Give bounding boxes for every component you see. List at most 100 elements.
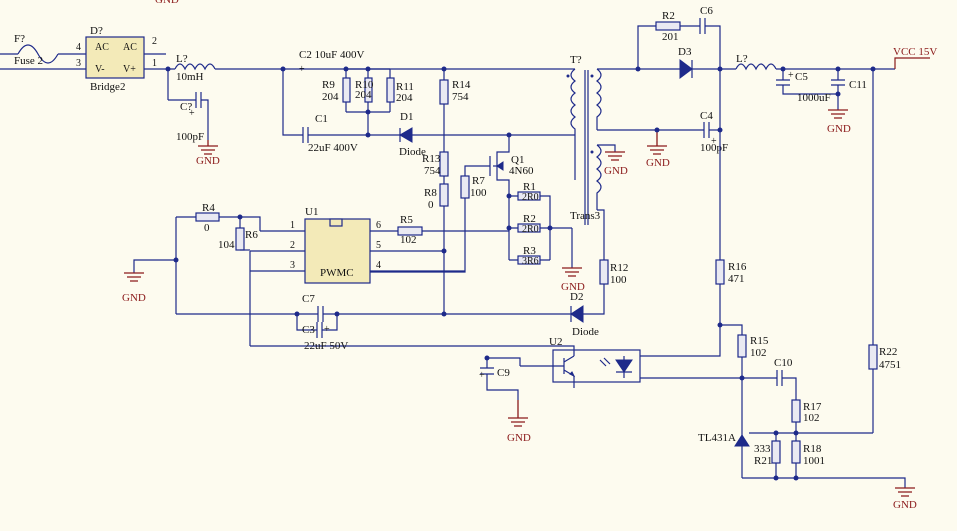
c3-plus: + [324,324,330,335]
gnd-label-top: GND [155,0,179,6]
vcc-label: VCC 15V [893,46,937,58]
c11-ref: C11 [849,79,867,91]
gnd-label-sec: GND [646,157,670,169]
r16-ref: R16 [728,261,747,273]
u1-pin4: 4 [376,260,381,271]
gnd-label-opto: GND [507,432,531,444]
u2-ref: U2 [549,336,562,348]
r14-ref: R14 [452,79,471,91]
gnd-trans-aux: GND [604,151,628,177]
r9-ref: R9 [322,79,335,91]
l2-ref: L? [736,53,748,65]
transformer-value: Trans3 [570,210,601,222]
gnd-label-cin: GND [196,155,220,167]
c9-ref: C9 [497,367,510,379]
u1-pin2: 2 [290,240,295,251]
r22-value: 4751 [879,359,901,371]
transformer: T? Trans3 [566,54,602,225]
r4-value: 0 [204,222,210,234]
c10-ref: C10 [774,357,793,369]
l1-ref: L? [176,53,188,65]
gnd-label-fb: GND [893,499,917,511]
d2-ref: D2 [570,291,583,303]
fuse: F? Fuse 2 [0,33,86,67]
u1-ref: U1 [305,206,318,218]
bridge-vplus: V+ [123,64,136,75]
r15-ref: R15 [750,335,769,347]
r8-value: 0 [428,199,434,211]
cin-value: 100pF [176,131,204,143]
r2b-value: 2R0 [522,224,539,235]
gnd-shunt: GND [561,267,585,293]
r12-value: 100 [610,274,627,286]
r18-value: 1001 [803,455,825,467]
r13-ref: R13 [422,153,441,165]
c5-value: 1000uF [797,92,831,104]
r12-ref: R12 [610,262,628,274]
gnd-opto: GND [507,400,531,444]
bridge-pin3: 3 [76,58,81,69]
r7-value: 100 [470,187,487,199]
r14-value: 754 [452,91,469,103]
u1-pin6: 6 [376,220,381,231]
r6-value: 104 [218,239,235,251]
gnd-left: GND [122,272,146,304]
u1-pin1: 1 [290,220,295,231]
r3-ref: R3 [523,245,536,257]
u1-pin5: 5 [376,240,381,251]
r21-value: 333 [754,443,771,455]
inductor-l1: L? 10mH [174,53,216,83]
bridge-ac1: AC [95,42,109,53]
d1-ref: D1 [400,111,413,123]
r21-ref: R21 [754,455,772,467]
gnd-cin: GND [196,140,220,167]
tl431-label: TL431A [698,432,736,444]
gnd-label-out: GND [827,123,851,135]
r11-value: 204 [396,92,413,104]
c9-plus: + [479,370,485,381]
r5-ref: R5 [400,214,413,226]
pwm-controller-u1: U1 PWMC 1 2 3 6 5 4 [290,206,381,284]
r8-ref: R8 [424,187,437,199]
r3-value: 3R6 [522,256,539,267]
c3-ref: C3 [302,324,315,336]
gnd-output: GND [827,109,851,135]
c5-ref: C5 [795,71,808,83]
r2-ref: R2 [662,10,675,22]
r18-ref: R18 [803,443,822,455]
r2-value: 201 [662,31,679,43]
r17-ref: R17 [803,401,822,413]
c4-plus: + [711,136,717,147]
c4-value: 100pF [700,142,728,154]
r1-value: 2R0 [522,192,539,203]
c2-plus: + [299,64,305,75]
c4-ref: C4 [700,110,713,122]
c3-value: 22uF 50V [304,340,348,352]
bridge-rectifier: D? AC AC V- V+ Bridge2 4 3 2 1 [76,25,166,93]
transformer-ref: T? [570,54,582,66]
gnd-label-left: GND [122,292,146,304]
bridge-ref: D? [90,25,103,37]
r1-ref: R1 [523,181,536,193]
c1-ref: C1 [315,113,328,125]
q1-ref: Q1 [511,154,524,166]
bridge-vminus: V- [95,64,105,75]
r5-value: 102 [400,234,417,246]
r2b-ref: R2 [523,213,536,225]
bridge-pin2: 2 [152,36,157,47]
fuse-value: Fuse 2 [14,55,43,67]
optocoupler-u2: U2 [549,336,641,383]
u1-pin3: 3 [290,260,295,271]
r15-value: 102 [750,347,767,359]
r22-ref: R22 [879,346,897,358]
q1-value: 4N60 [509,165,534,177]
bridge-pin4: 4 [76,42,81,53]
r6-ref: R6 [245,229,258,241]
c2-label: C2 10uF 400V [299,49,364,61]
r17-value: 102 [803,412,820,424]
r9-value: 204 [322,91,339,103]
c5-plus: + [788,70,794,81]
c7-ref: C7 [302,293,315,305]
c1-value: 22uF 400V [308,142,358,154]
